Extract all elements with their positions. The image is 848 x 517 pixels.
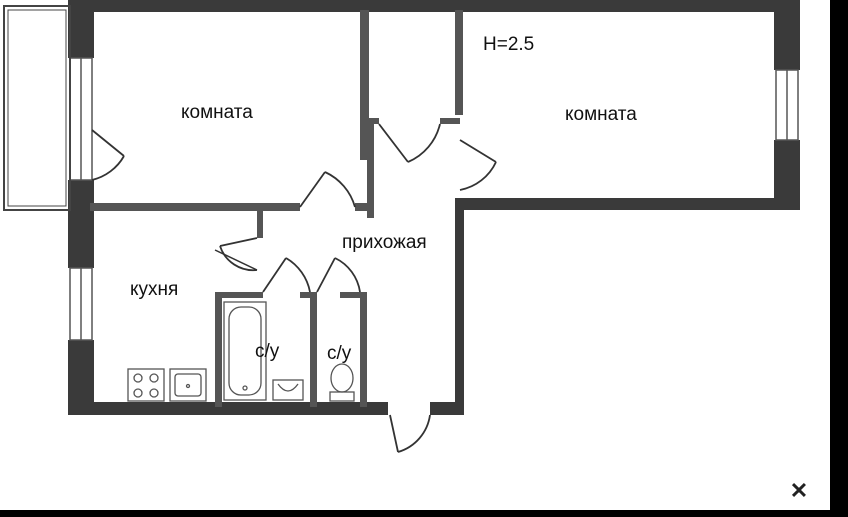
windows — [69, 57, 799, 341]
bathroom-sink — [272, 379, 304, 401]
wall-toilet-right — [360, 292, 367, 407]
wall-bath-top-right — [300, 292, 317, 298]
balcony — [3, 5, 71, 211]
doors — [91, 123, 497, 453]
kitchen-sink — [169, 368, 207, 402]
door-toilet — [316, 257, 361, 293]
wall-top — [68, 0, 800, 12]
door-balcony — [91, 129, 125, 181]
door-entrance — [389, 414, 431, 453]
wall-bottom — [68, 402, 388, 415]
frame-bottom-edge — [0, 510, 848, 517]
wall-room-left-bottom-2 — [355, 203, 373, 211]
walls — [68, 0, 800, 415]
room-label-left: комната — [181, 102, 253, 123]
kitchen-label: кухня — [130, 279, 179, 300]
wall-hallway-right — [455, 200, 464, 415]
wall-bath-right — [310, 292, 317, 407]
wall-right-upper — [774, 0, 800, 70]
interior-walls — [90, 10, 463, 407]
close-icon[interactable]: ✕ — [789, 478, 809, 503]
wall-room-left-right — [360, 10, 369, 160]
door-room-left — [299, 171, 356, 208]
wall-closet-bottom-2 — [440, 118, 460, 124]
toilet-label: с/у — [327, 343, 352, 364]
stove — [127, 368, 165, 402]
door-room-right — [459, 139, 497, 191]
height-note: H=2.5 — [483, 34, 535, 55]
door-bathroom — [262, 257, 311, 293]
toilet-bowl — [329, 363, 355, 402]
room-label-right: комната — [565, 104, 637, 125]
wall-bath-left — [215, 292, 222, 407]
wall-room-left-bottom — [90, 203, 300, 211]
wall-bath-top — [215, 292, 263, 298]
wall-left-kitchen-top — [68, 210, 94, 268]
wall-kitchen-right — [257, 210, 263, 238]
wall-toilet-top — [340, 292, 367, 298]
wall-closet-left — [367, 118, 374, 218]
wall-closet-right — [455, 10, 463, 115]
bathtub — [223, 301, 267, 401]
wall-room-right-bottom — [455, 198, 800, 210]
bathroom-label: с/у — [255, 341, 280, 362]
door-closet — [378, 123, 441, 163]
wall-left-upper — [68, 0, 94, 58]
door-kitchen — [219, 237, 258, 272]
frame-right-edge — [830, 0, 848, 517]
wall-right-lower — [774, 140, 800, 210]
hallway-label: прихожая — [342, 232, 427, 253]
wall-left-mid — [68, 180, 94, 210]
fixtures — [127, 301, 355, 402]
